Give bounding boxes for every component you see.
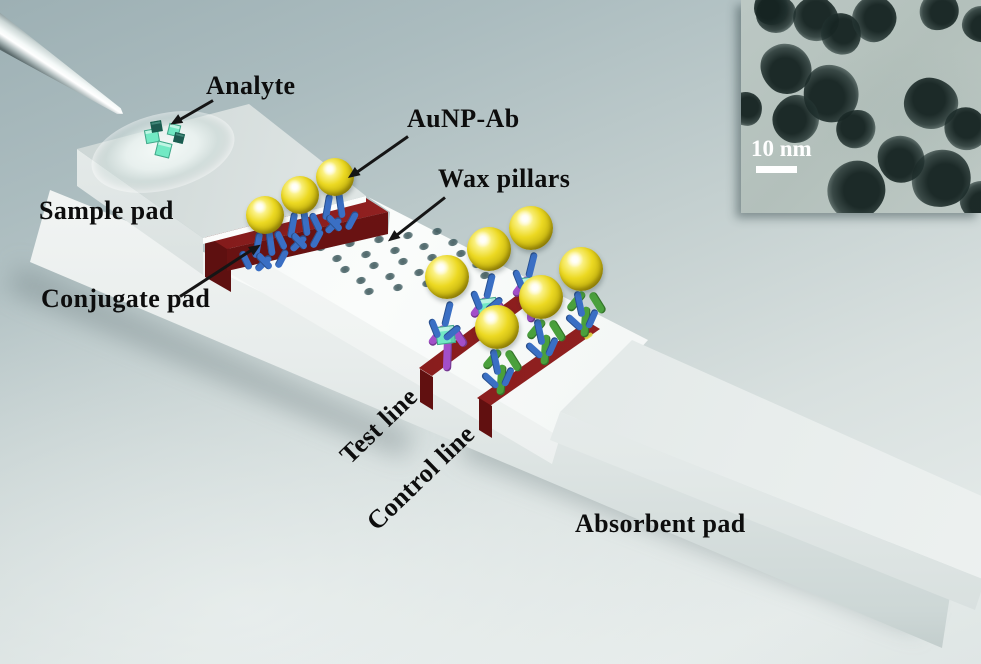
label-absorbent-pad: Absorbent pad xyxy=(575,509,746,538)
tem-nanoparticle-blob xyxy=(960,4,981,44)
gold-nanoparticle xyxy=(559,247,603,291)
gold-nanoparticle xyxy=(246,196,284,234)
aunp-ab-unit xyxy=(246,196,292,316)
aunp-ab-unit xyxy=(281,176,327,296)
gold-nanoparticle xyxy=(519,275,563,319)
label-sample-pad: Sample pad xyxy=(39,196,174,225)
scale-bar xyxy=(756,166,797,173)
label-analyte: Analyte xyxy=(206,71,296,100)
detection-antibody xyxy=(440,300,455,328)
pipette-tip xyxy=(0,8,132,128)
test-line-complex xyxy=(425,255,471,375)
gold-nanoparticle xyxy=(475,305,519,349)
gold-nanoparticle xyxy=(509,206,553,250)
control-line-complex xyxy=(475,305,521,425)
test-line-complex xyxy=(467,227,513,347)
gold-nanoparticle xyxy=(467,227,511,271)
control-line-complex xyxy=(559,247,605,367)
analyte-cube xyxy=(150,120,163,133)
tem-inset: 10 nm xyxy=(741,0,981,213)
tem-nanoparticle-blob xyxy=(741,90,764,128)
scale-bar-label: 10 nm xyxy=(751,136,812,161)
label-aunp-ab: AuNP-Ab xyxy=(407,104,520,133)
label-wax-pillars: Wax pillars xyxy=(438,164,571,193)
test-capture-antibody xyxy=(442,340,453,372)
control-line-complex xyxy=(519,275,565,395)
label-conjugate-pad: Conjugate pad xyxy=(41,284,211,313)
detection-antibody xyxy=(482,272,497,300)
test-line-complex xyxy=(509,206,555,326)
gold-nanoparticle xyxy=(281,176,319,214)
tem-nanoparticle-blob xyxy=(911,0,967,38)
aunp-ab-arrow xyxy=(356,135,409,174)
gold-nanoparticle xyxy=(425,255,469,299)
